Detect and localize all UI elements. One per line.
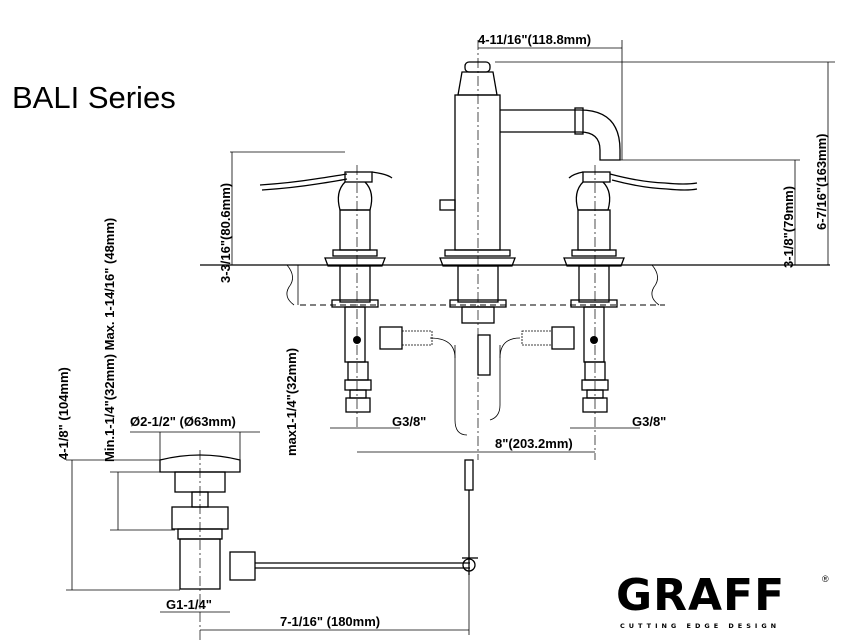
left-handle-valve	[259, 165, 433, 430]
dim-drain-height: 4-1/8" (104mm)	[56, 367, 71, 460]
dim-inlet-right: G3/8"	[632, 414, 666, 429]
dim-drain-rod: 7-1/16" (180mm)	[280, 614, 380, 629]
series-title: BALI Series	[12, 80, 176, 115]
dim-spout-reach: 4-11/16"(118.8mm)	[478, 32, 591, 47]
dim-deck-thickness: max1-1/4"(32mm)	[284, 348, 299, 456]
dim-drain-range: Min.1-1/4"(32mm) Max. 1-14/16" (48mm)	[102, 218, 117, 462]
dim-overall-height: 6-7/16"(163mm)	[814, 134, 829, 231]
graff-logo: GRAFF ® CUTTING EDGE DESIGN	[616, 570, 829, 630]
logo-tagline: CUTTING EDGE DESIGN	[620, 622, 780, 630]
dim-spout-height: 3-1/8"(79mm)	[781, 186, 796, 268]
dim-inlet-left: G3/8"	[392, 414, 426, 429]
right-handle-valve	[521, 165, 698, 460]
dim-spread: 8"(203.2mm)	[495, 436, 573, 451]
dim-drain-diameter: Ø2-1/2" (Ø63mm)	[130, 414, 236, 429]
dim-drain-thread: G1-1/4"	[166, 597, 212, 612]
logo-wordmark: GRAFF	[616, 570, 785, 621]
dim-handle-height: 3-3/16"(80.6mm)	[218, 183, 233, 283]
dimension-lines	[66, 40, 835, 635]
spout	[429, 40, 621, 575]
registered-mark-icon: ®	[822, 574, 829, 584]
deck	[200, 264, 830, 306]
pop-up-drain	[159, 450, 478, 640]
